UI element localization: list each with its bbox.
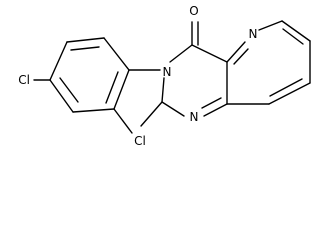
pyridine-nitrogen-label: N: [249, 27, 258, 41]
bond: [72, 108, 115, 113]
bond: [49, 41, 68, 81]
molecule-structure-diagram: O N N N Cl Cl: [18, 4, 311, 148]
bond: [161, 77, 165, 103]
bond: [281, 20, 311, 42]
bond: [169, 44, 193, 63]
bond: [191, 44, 228, 63]
bond: [233, 48, 249, 65]
pyridine-ring: [226, 20, 311, 105]
para-chlorine-label: Cl: [18, 73, 30, 87]
bond: [269, 78, 303, 97]
bond: [203, 103, 228, 117]
bond: [103, 37, 130, 71]
bond: [268, 82, 311, 105]
bond: [258, 20, 283, 31]
amide-nitrogen-label: N: [163, 65, 172, 79]
carbonyl-oxygen-label: O: [189, 4, 198, 18]
bond: [282, 28, 304, 45]
bond: [161, 101, 185, 117]
bond: [66, 37, 105, 43]
imine-nitrogen-label: N: [190, 110, 199, 124]
pyrimidinone-ring: [128, 21, 228, 127]
bond: [105, 71, 119, 104]
bond: [49, 79, 74, 113]
bond: [59, 77, 79, 103]
bond: [226, 41, 246, 63]
dichlorophenyl-ring: [49, 37, 130, 113]
bond: [140, 101, 163, 127]
ortho-chlorine-label: Cl: [134, 134, 146, 148]
bond: [113, 69, 130, 110]
bond: [201, 97, 222, 109]
bond-to-ortho-chlorine: [113, 108, 133, 134]
bond: [70, 46, 100, 51]
